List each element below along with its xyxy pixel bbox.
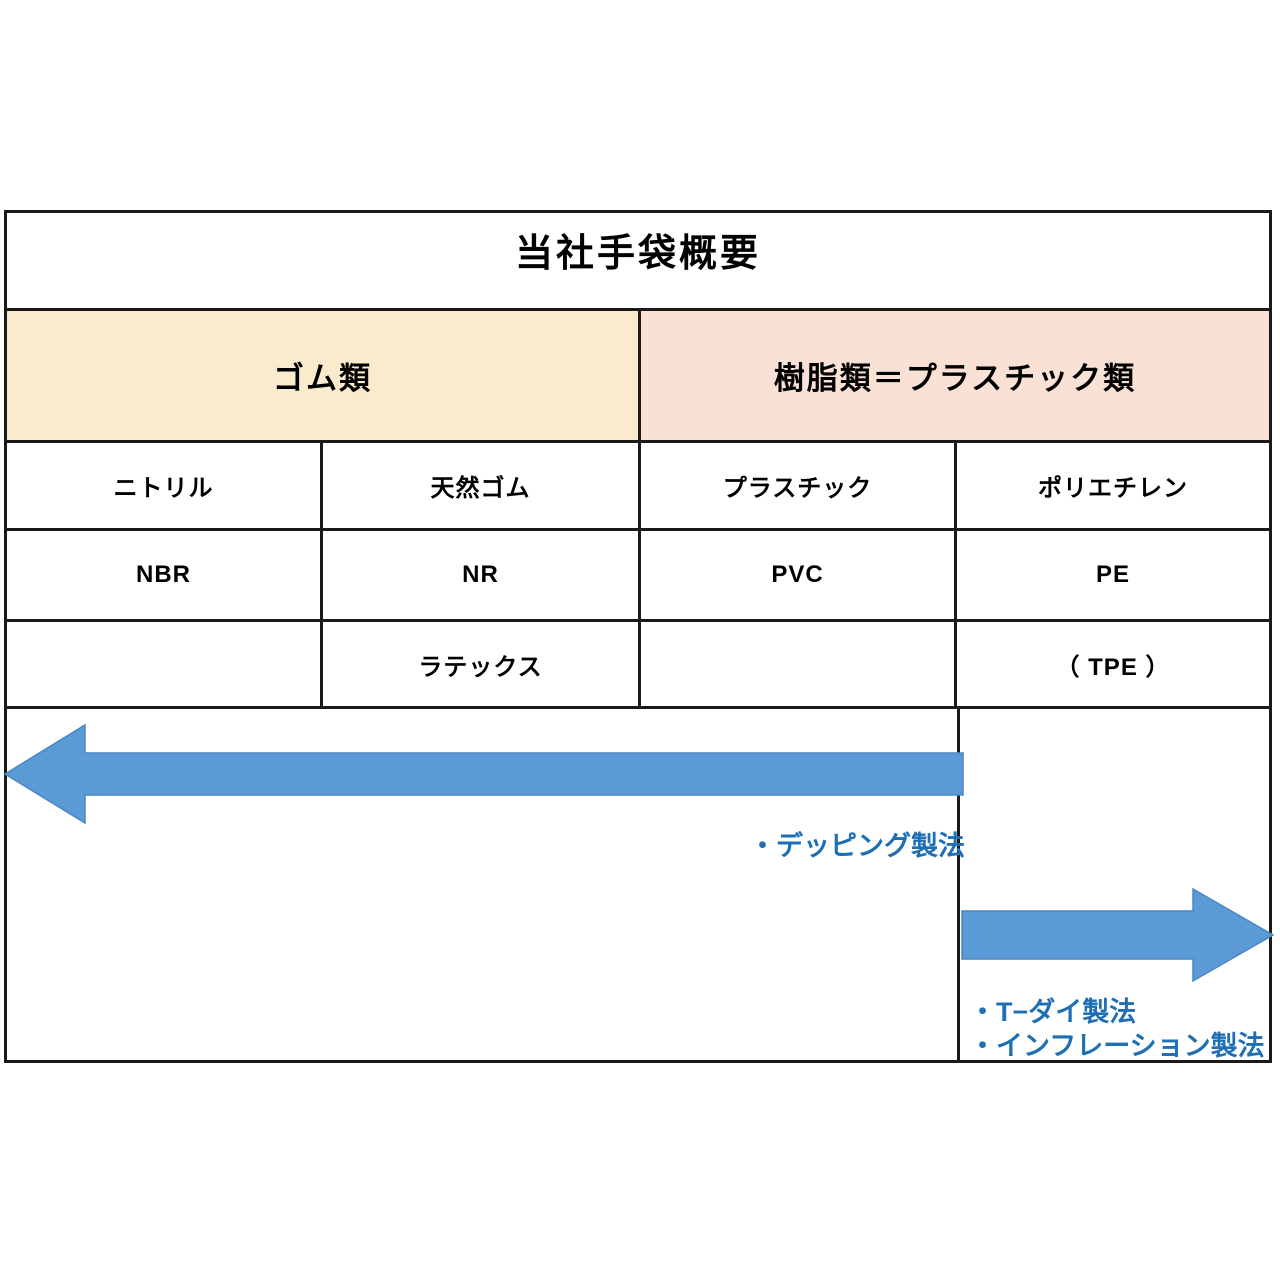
cell-extra-tpe: （ TPE ） [1055, 653, 1171, 681]
cell-code-pe: PE [1095, 561, 1130, 588]
cell-material-polyethylene: ポリエチレン [1038, 475, 1188, 502]
category-header-row: ゴム類 樹脂類＝プラスチック類 [7, 311, 1269, 443]
cell-material-plastic: プラスチック [641, 443, 957, 528]
cell-material-nitrile: ニトリル [7, 443, 323, 528]
arrow-zone-divider [957, 709, 960, 1060]
cell-extra-latex: ラテックス [323, 622, 641, 706]
cell-extra-plastic-empty [641, 622, 957, 706]
category-cell-resin: 樹脂類＝プラスチック類 [641, 311, 1269, 440]
cell-code-nr: NR [323, 531, 641, 619]
cell-material-natural: 天然ゴム [323, 443, 641, 528]
process-annotation-zone: ・デッピング製法 ・T−ダイ製法 ・インフレーション製法 [3, 709, 1275, 1063]
right-arrow-icon [960, 885, 1275, 985]
left-arrow-icon [3, 715, 965, 833]
glove-overview-chart: 当社手袋概要 ゴム類 樹脂類＝プラスチック類 ニトリル 天然ゴム プラスチック … [3, 210, 1275, 1063]
note-tdie-process: ・T−ダイ製法 [969, 997, 1137, 1027]
category-cell-rubber: ゴム類 [7, 311, 641, 440]
note-inflation-process: ・インフレーション製法 [969, 1031, 1265, 1062]
table-row-code: NBR NR PVC PE [7, 531, 1269, 622]
table-row-material: ニトリル 天然ゴム プラスチック ポリエチレン [7, 443, 1269, 531]
cell-code-pvc: PVC [641, 531, 957, 619]
page-title: 当社手袋概要 [514, 232, 761, 275]
chart-title-row: 当社手袋概要 [7, 213, 1269, 311]
note-dipping-process: ・デッピング製法 [749, 831, 965, 861]
table-row-extra: ラテックス （ TPE ） [7, 622, 1269, 709]
cell-code-nbr: NBR [7, 531, 323, 619]
cell-extra-nitrile-empty [7, 622, 323, 706]
note-plastic-process: ・T−ダイ製法 ・インフレーション製法 [969, 995, 1265, 1063]
